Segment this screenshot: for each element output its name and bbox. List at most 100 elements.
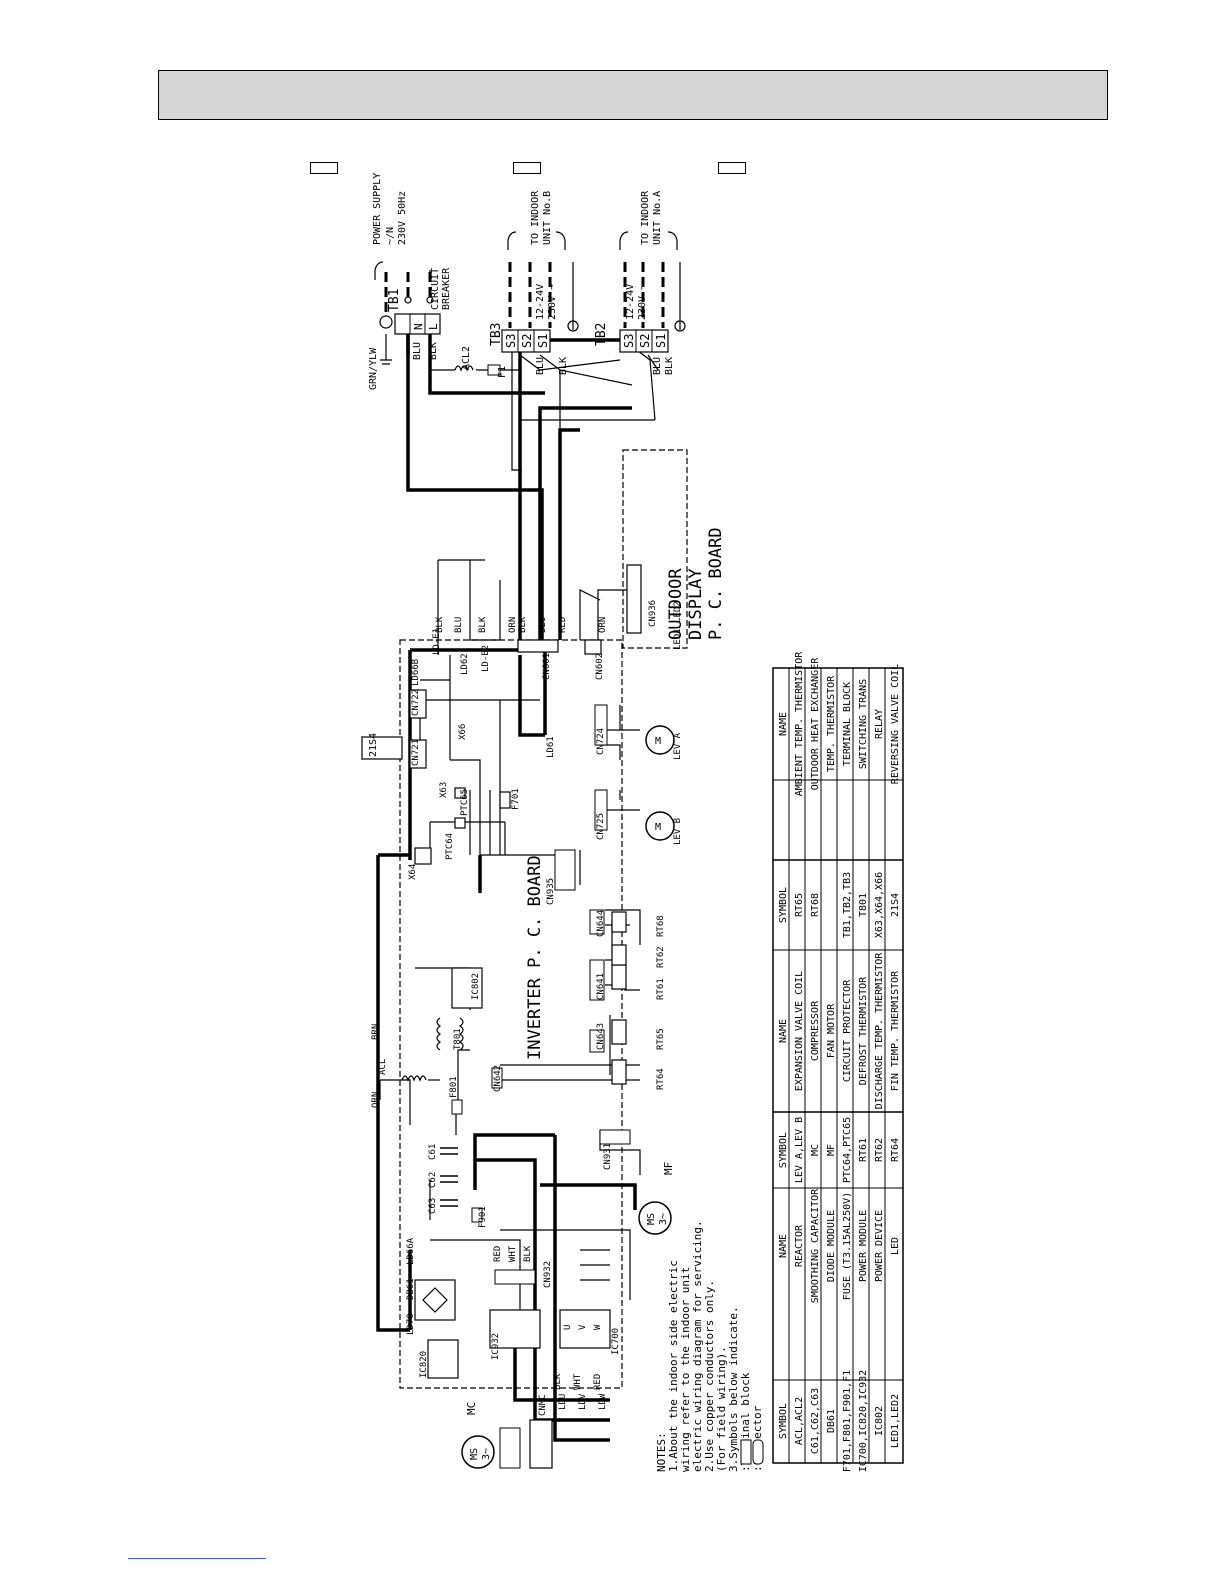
ptc64-label: PTC64 [445, 833, 455, 860]
legend-symbol: RT64 [890, 1138, 901, 1162]
legend-symbol: F701,F801,F901,F1 [842, 1370, 853, 1472]
ld70-label: LD70 [406, 1313, 416, 1335]
lev-b-m: M [655, 822, 661, 833]
acl-brn: BRN [371, 1024, 381, 1040]
outdoor-board-1: OUTDOOR [666, 568, 686, 640]
legend-symbol: ACL,ACL2 [794, 1397, 805, 1445]
legend-table: SYMBOLNAMEACL,ACL2REACTORC61,C62,C63SMOO… [772, 651, 904, 1472]
notes: NOTES: 1.About the indoor side electric … [655, 1220, 764, 1472]
acl-coil [401, 1075, 427, 1082]
mc-terminal [499, 1427, 521, 1469]
cn931-label: CN931 [603, 1143, 613, 1170]
tb1-l: L [427, 323, 440, 330]
lev-a-m: M [655, 736, 661, 747]
tb2-s2: S2 [638, 334, 652, 348]
tb1-n: N [412, 323, 425, 330]
ld62-blu: BLU [454, 617, 464, 633]
tb1-blu: BLU [412, 342, 423, 360]
ld66a-label: LD66A [406, 1237, 416, 1265]
notes-line-4: 2.Use copper conductors only. [703, 1280, 716, 1472]
legend-name: AMBIENT TEMP. THERMISTOR [794, 651, 805, 796]
diagram-labels: POWER SUPPLY ~/N 230V 50Hz CIRCUIT BREAK… [368, 173, 726, 1460]
legend-symbol: IC700,IC820,IC932 [858, 1370, 869, 1472]
inverter-board-outline [399, 639, 623, 1389]
tb2-blk: BLK [664, 357, 675, 375]
cn931-connector [599, 1129, 631, 1145]
legend-name: SWITCHING TRANS [858, 679, 869, 769]
thermistors [611, 911, 627, 1085]
legend-symbol: DB61 [826, 1409, 837, 1433]
footer-link[interactable] [128, 1558, 266, 1559]
legend-symbol: MF [826, 1144, 837, 1156]
legend-name: POWER MODULE [858, 1210, 869, 1282]
c63-label: C63 [428, 1198, 438, 1214]
legend-name: POWER DEVICE [874, 1210, 885, 1282]
cn724-label: CN724 [596, 728, 606, 755]
cn601-red: RED [558, 617, 568, 633]
cn932-label: CN932 [543, 1261, 553, 1288]
tb2-ac: 230V ~ [637, 284, 648, 320]
tb2-to-2: UNIT No.A [652, 191, 663, 245]
tb1-blk: BLK [428, 342, 439, 360]
tb3-s2: S2 [520, 334, 534, 348]
tb3-s3: S3 [504, 334, 518, 348]
notes-line-0: NOTES: [655, 1432, 668, 1472]
legend-name: DEFROST THERMISTOR [858, 976, 869, 1085]
ic700-label: IC700 [611, 1328, 621, 1355]
cn602-orn: ORN [598, 617, 608, 633]
outdoor-board-3: P. C. BOARD [706, 527, 726, 640]
legend-name: SMOOTHING CAPACITOR [810, 1188, 821, 1303]
capacitors [440, 1147, 458, 1207]
f1-label: F1 [497, 366, 508, 378]
ptc65-label: PTC65 [460, 789, 470, 816]
tb3-to-1: TO INDOOR [530, 190, 541, 245]
legend-symbol: T801 [858, 893, 869, 917]
legend-name: LED [890, 1237, 901, 1255]
cn644-label: CN644 [596, 910, 606, 937]
legend-name: FIN TEMP. THERMISTOR [890, 970, 901, 1091]
legend-header-symbol: SYMBOL [778, 1132, 789, 1168]
rt64-label: RT64 [656, 1068, 666, 1090]
legend-symbol: RT62 [874, 1138, 885, 1162]
cn601-label: CN601 [542, 653, 552, 680]
ic932-label: IC932 [491, 1333, 501, 1360]
outdoor-display-board-outline [622, 449, 688, 649]
t801-label: T801 [453, 1028, 463, 1050]
mf-label: MF [662, 1162, 675, 1175]
f701-label: F701 [511, 788, 521, 810]
leads-misc [374, 231, 681, 365]
notes-connector-icon [752, 1439, 764, 1465]
legend-symbol: X63,X64,X66 [874, 872, 885, 938]
legend-symbol: RT68 [810, 893, 821, 917]
legend-header-symbol: SYMBOL [778, 1403, 789, 1439]
legend-header-name: NAME [778, 1019, 789, 1043]
legend-symbol: LED1,LED2 [890, 1394, 901, 1448]
tb2-s3: S3 [622, 334, 636, 348]
legend-header-symbol: SYMBOL [778, 887, 789, 923]
ic820-box [427, 1339, 459, 1379]
lduv-u: LDU [558, 1394, 568, 1410]
acl-leads [379, 1079, 440, 1100]
lde2-blk: BLK [478, 616, 488, 633]
mf-3phase: 3~ [658, 1213, 669, 1225]
tb3-blk: BLK [558, 357, 569, 375]
ic802-label: IC802 [471, 973, 481, 1000]
mc-wht: WHT [573, 1373, 583, 1390]
db61-diode-module [414, 1279, 456, 1321]
legend-symbol: PTC64,PTC65 [842, 1117, 853, 1183]
cn722-label: CN722 [411, 689, 421, 716]
relay-area [361, 564, 642, 865]
legend-symbol: LEV A,LEV B [794, 1117, 805, 1183]
c62-label: C62 [428, 1172, 438, 1188]
lev-a-label: LEV A [673, 732, 683, 760]
breaker-label-1: CIRCUIT [430, 268, 441, 310]
lde1-label: LD-E1 [432, 628, 442, 655]
power-supply-label-2: ~/N [385, 227, 396, 245]
outdoor-board-2: DISPLAY [686, 568, 706, 640]
ground-symbols [379, 296, 686, 332]
notes-line-5: (For field wiring). [715, 1346, 728, 1472]
cn932-red: RED [493, 1246, 503, 1262]
legend-name: EXPANSION VALVE COIL [794, 971, 805, 1091]
notes-terminal-icon [740, 1439, 752, 1465]
ic700-box [559, 1309, 611, 1349]
